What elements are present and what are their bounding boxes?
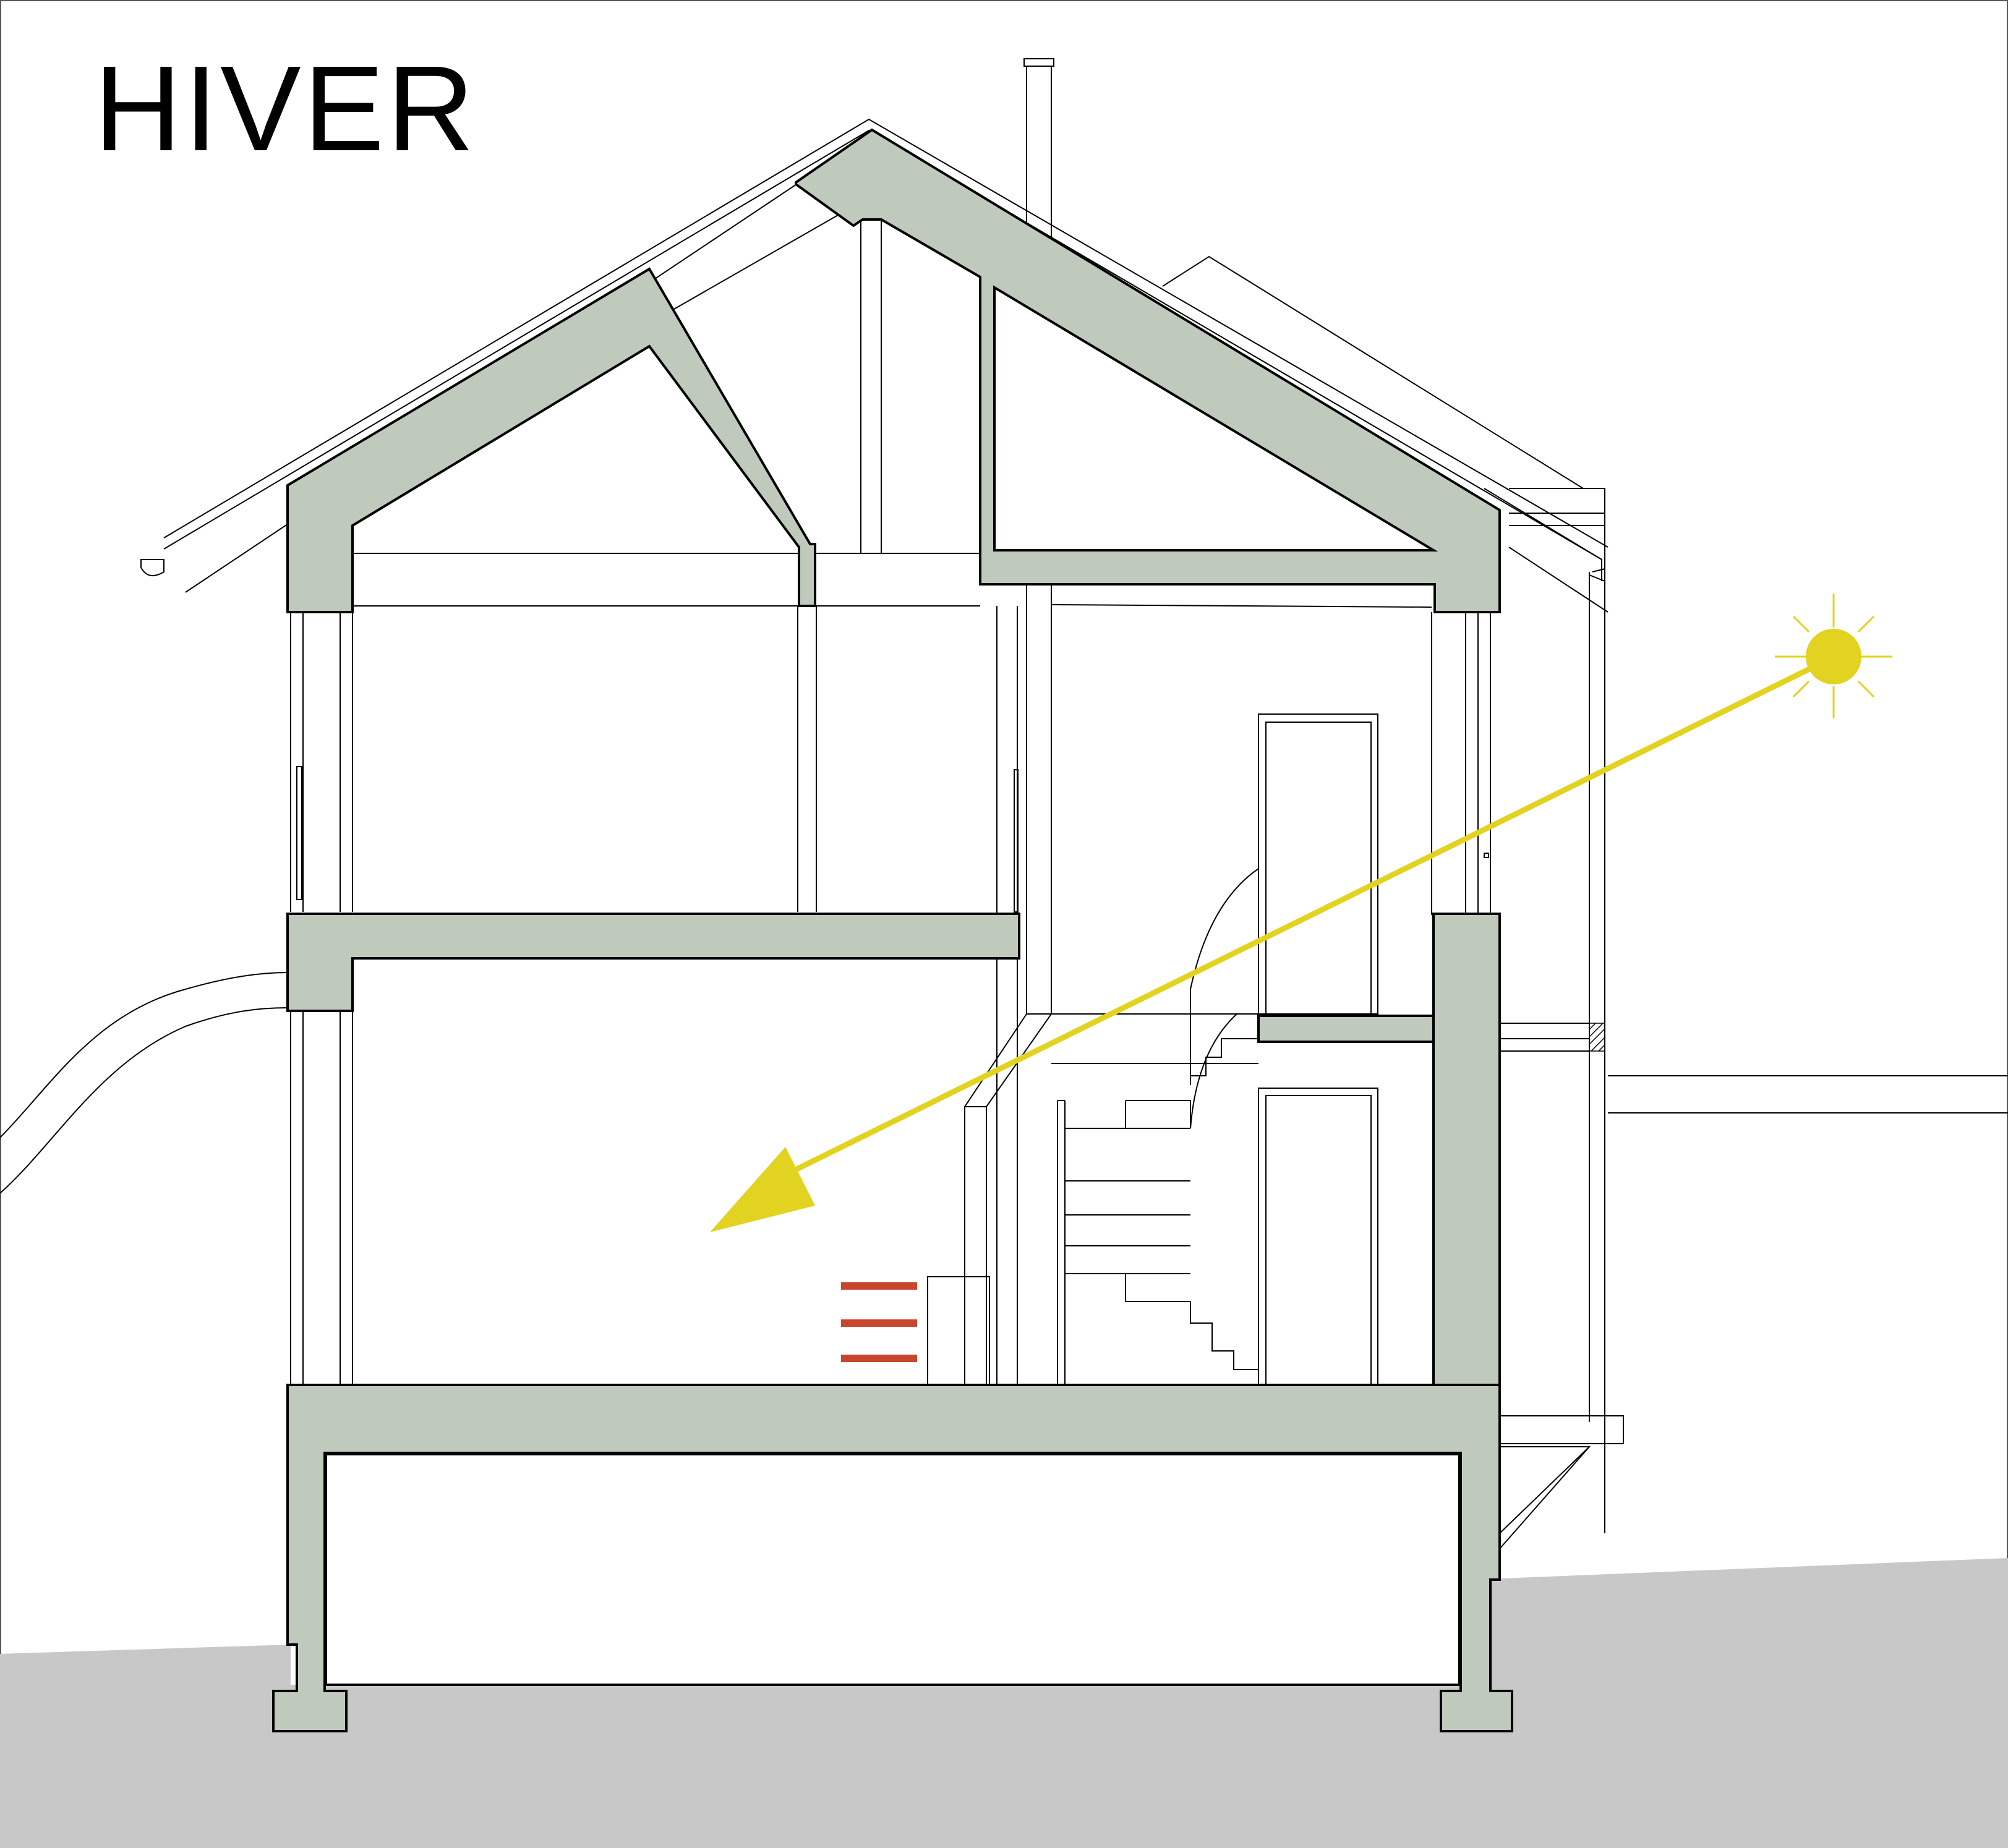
door-swing-arc	[1190, 868, 1259, 1085]
heater-unit	[927, 1276, 990, 1386]
attic-void	[993, 285, 1438, 551]
lower-door	[1258, 1088, 1378, 1386]
gutter-left	[140, 559, 164, 577]
sun-ray-arrow	[710, 665, 1813, 1232]
terrain-curve	[0, 972, 288, 1138]
terrain-curve-inner	[0, 1007, 288, 1194]
doors	[1190, 713, 1378, 1386]
sun-icon	[1775, 594, 1892, 718]
insulation-sections	[272, 128, 1513, 1732]
vent-hatch	[1589, 1023, 1605, 1052]
staircase	[1057, 1013, 1259, 1385]
frame-lines	[290, 216, 2008, 1549]
crawl-space	[325, 1453, 1461, 1686]
heater-heat-lines	[841, 1282, 917, 1362]
ground	[0, 1558, 2008, 1848]
season-title: HIVER	[94, 41, 477, 176]
upper-door	[1258, 713, 1378, 1015]
roof-left-insulation	[286, 267, 816, 613]
mezzanine-slab	[1257, 1015, 1435, 1043]
floor-slab-upper	[286, 913, 1020, 1012]
